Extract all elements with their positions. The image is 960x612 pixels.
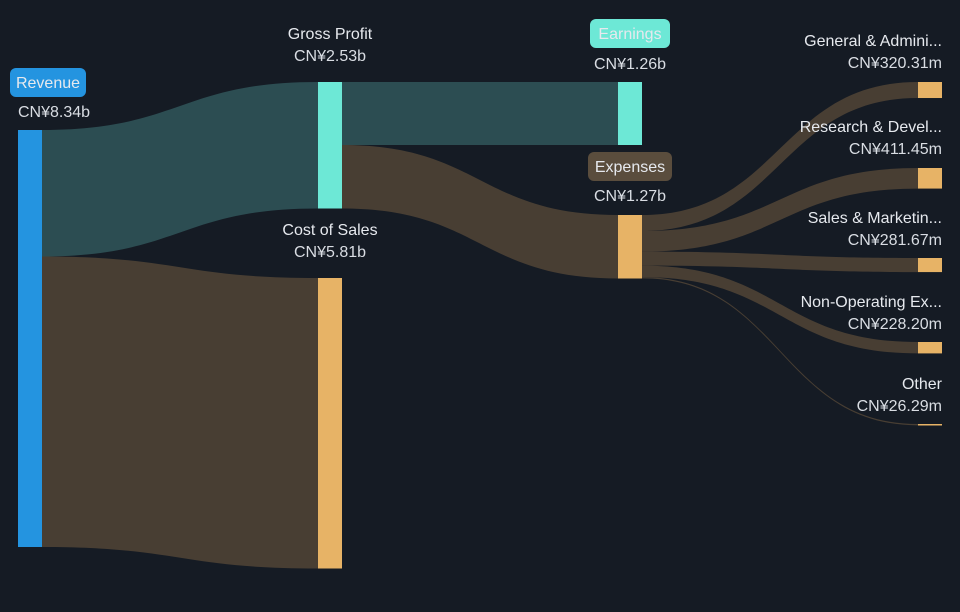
node-label-expenses: Expenses [595,159,665,176]
node-value-expenses: CN¥1.27b [594,188,666,205]
link-gross_profit-to-expenses [342,145,618,279]
node-value-ga: CN¥320.31m [848,55,942,72]
node-pill-expenses [588,152,672,181]
link-expenses-to-other [642,277,918,426]
node-value-rd: CN¥411.45m [849,141,942,158]
node-bar-revenue [18,130,42,547]
node-label-gross_profit: Gross Profit [288,26,373,43]
node-pill-earnings [590,19,670,48]
link-revenue-to-cost_of_sales [42,256,318,569]
node-value-earnings: CN¥1.26b [594,56,666,73]
link-expenses-to-sm [642,251,918,273]
node-value-other: CN¥26.29m [857,398,942,415]
node-bar-sm [918,258,942,273]
node-label-ga: General & Admini... [804,33,942,50]
node-value-cost_of_sales: CN¥5.81b [294,244,366,261]
node-value-gross_profit: CN¥2.53b [294,48,366,65]
node-bar-other [918,424,942,426]
node-label-earnings: Earnings [598,26,661,43]
node-bar-cost_of_sales [318,278,342,569]
node-label-cost_of_sales: Cost of Sales [282,222,377,239]
link-expenses-to-ga [642,82,918,232]
node-bar-nonop [918,342,942,354]
node-label-nonop: Non-Operating Ex... [801,294,942,311]
node-label-rd: Research & Devel... [800,119,942,136]
node-bar-earnings [618,82,642,145]
node-bar-expenses [618,215,642,279]
node-label-revenue: Revenue [16,75,80,92]
node-bar-rd [918,168,942,189]
node-pill-revenue [10,68,86,97]
link-expenses-to-rd [642,168,918,252]
node-label-sm: Sales & Marketin... [808,210,942,227]
node-label-other: Other [902,376,943,393]
sankey-nodes [18,82,942,569]
link-expenses-to-nonop [642,265,918,354]
node-bar-gross_profit [318,82,342,209]
sankey-links [42,82,918,569]
link-revenue-to-gross_profit [42,82,318,257]
node-value-nonop: CN¥228.20m [848,316,942,333]
node-value-sm: CN¥281.67m [848,232,942,249]
link-gross_profit-to-earnings [342,82,618,145]
node-bar-ga [918,82,942,99]
node-value-revenue: CN¥8.34b [18,104,90,121]
